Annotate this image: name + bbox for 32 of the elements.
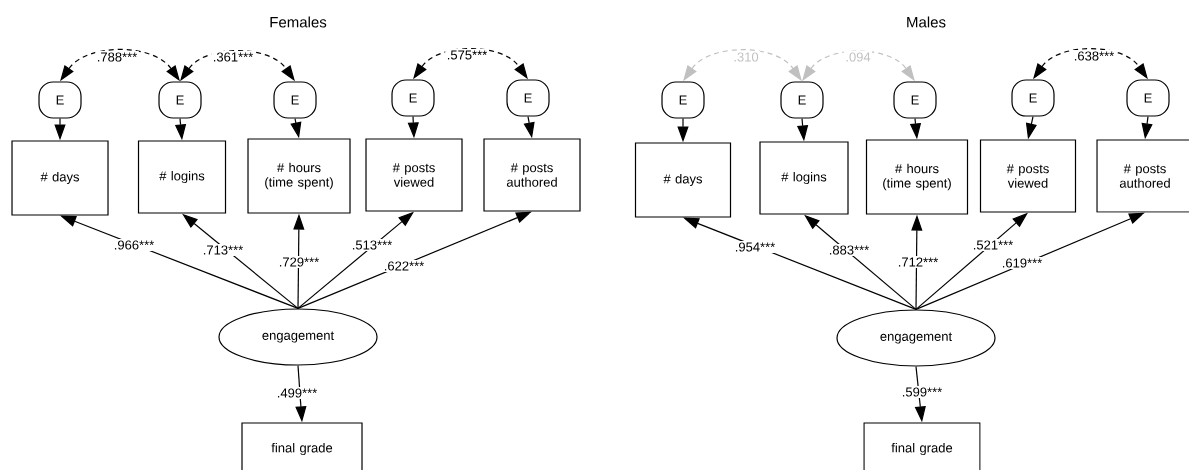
variable-box: # logins (137, 140, 227, 214)
variable-box: final grade (241, 422, 363, 470)
edge-label: .310 (731, 50, 761, 64)
panel-title: Males (907, 16, 946, 28)
edge-label: .966*** (112, 238, 156, 252)
edge-label: .622*** (382, 259, 426, 273)
edge-label: .729*** (277, 255, 321, 269)
variable-box: # logins (759, 141, 849, 215)
variable-box: # posts viewed (365, 138, 463, 212)
edge-label: .788*** (95, 50, 139, 64)
edge-label: .713*** (201, 243, 245, 257)
edge-label: .499*** (275, 386, 319, 400)
variable-box: # hours (time spent) (865, 139, 969, 215)
edge-label: .712*** (896, 255, 940, 269)
variable-box: # posts authored (483, 138, 581, 212)
variable-box: # days (11, 140, 109, 216)
edge-label: .619*** (1000, 256, 1044, 270)
edge-label: .361*** (211, 50, 255, 64)
edge-label: .513*** (350, 238, 394, 252)
variable-box: # days (634, 142, 732, 218)
edge-label: .575*** (445, 48, 489, 62)
edge-label: .638*** (1072, 49, 1116, 63)
edge-label: .883*** (827, 243, 871, 257)
variable-box: final grade (863, 422, 981, 470)
panel-title: Females (270, 16, 327, 28)
variable-box: # posts viewed (979, 139, 1077, 213)
edge-label: .094 (843, 50, 873, 64)
edge-label: .954*** (733, 240, 777, 254)
edge-label: .521*** (971, 238, 1015, 252)
edge-label: .599*** (900, 385, 944, 399)
variable-box: # posts authored (1096, 139, 1189, 213)
variable-box: # hours (time spent) (247, 138, 351, 214)
